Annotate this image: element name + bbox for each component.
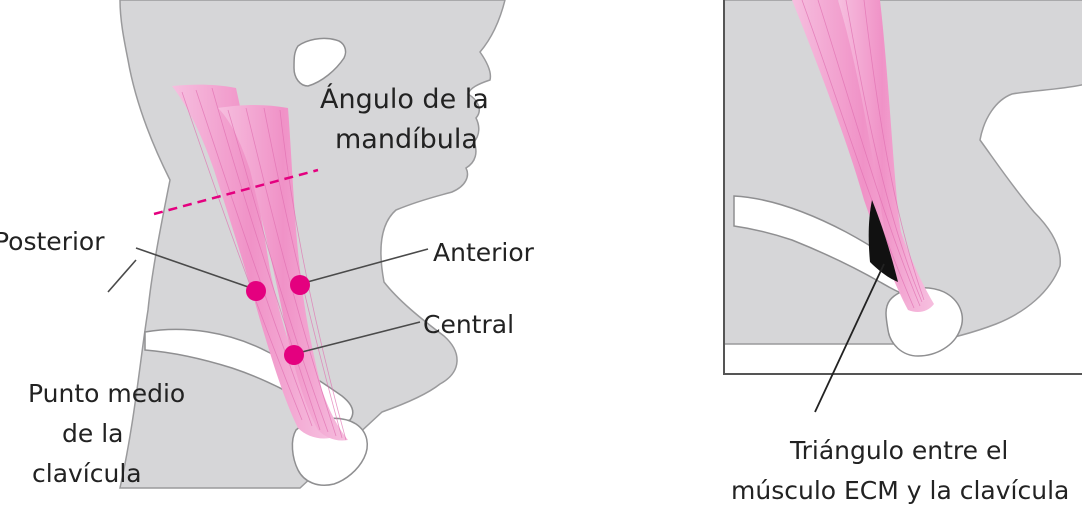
central-label: Central (423, 310, 514, 339)
left-panel: Ángulo de la mandíbula Posterior Anterio… (0, 0, 535, 488)
central-point-marker (284, 345, 304, 365)
posterior-label: Posterior (0, 227, 105, 256)
angle-label-line2: mandíbula (335, 124, 478, 155)
posterior-point-marker (246, 281, 266, 301)
midpoint-label-line1: Punto medio (28, 379, 185, 408)
right-panel: Triángulo entre el músculo ECM y la clav… (724, 0, 1082, 505)
midpoint-label-line3: clavícula (32, 459, 142, 488)
midpoint-leader (108, 260, 136, 292)
midpoint-label-line2: de la (62, 419, 123, 448)
triangle-label-line1: Triángulo entre el (789, 436, 1008, 465)
anterior-label: Anterior (433, 238, 535, 267)
angle-label-line1: Ángulo de la (320, 83, 489, 115)
anterior-point-marker (290, 275, 310, 295)
triangle-label-line2: músculo ECM y la clavícula (731, 476, 1069, 505)
